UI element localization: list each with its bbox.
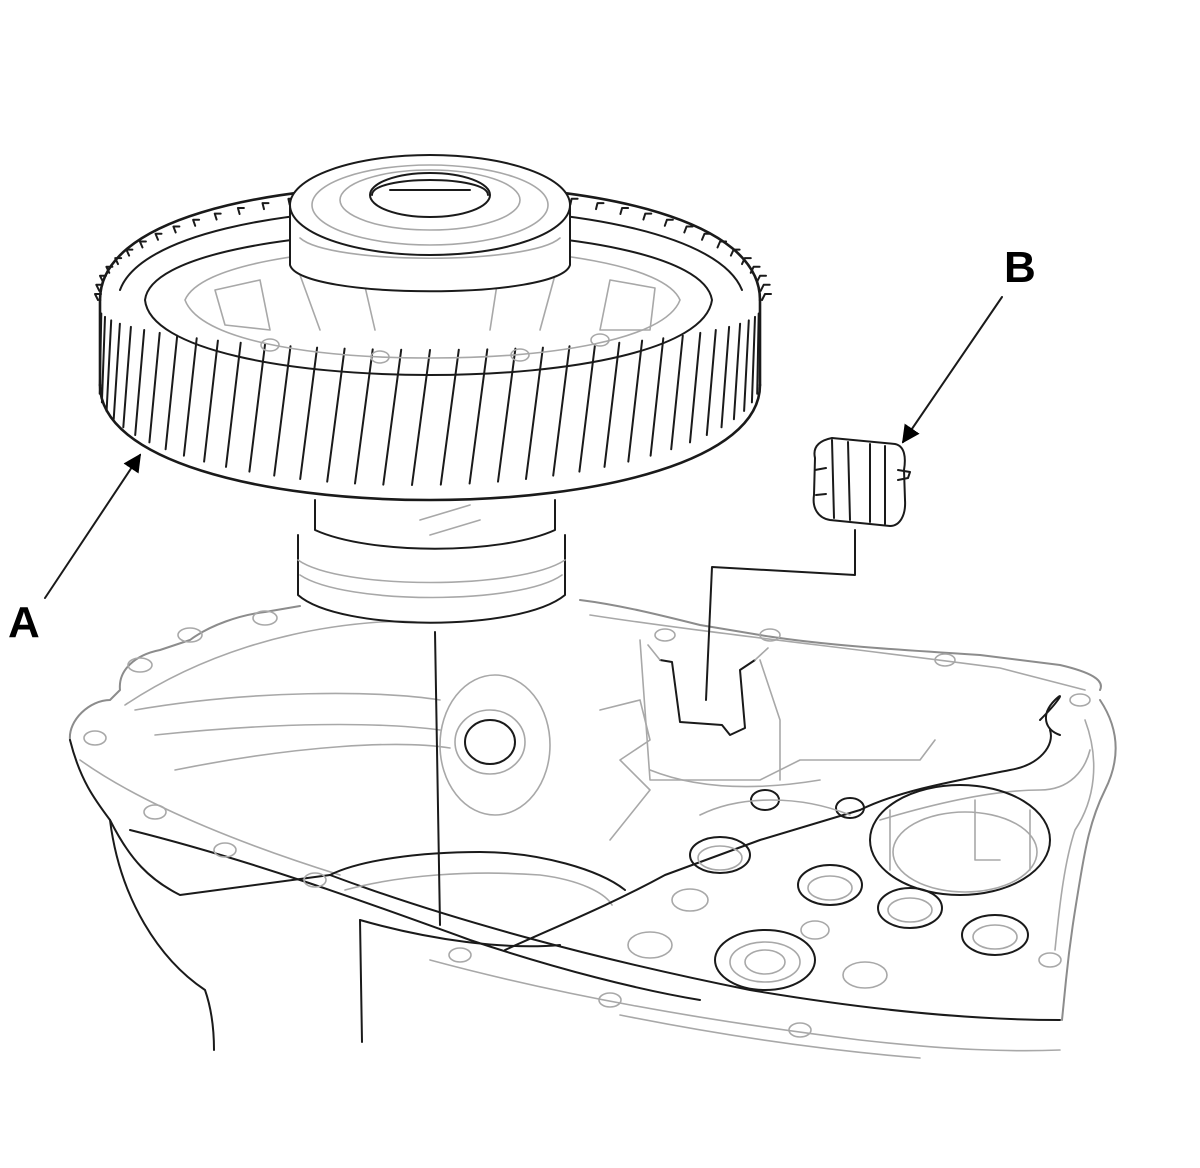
gear-tooth xyxy=(468,348,489,485)
gear-tooth-tip xyxy=(749,265,761,274)
gear-tooth-tip xyxy=(759,283,771,292)
gear-tooth-tip xyxy=(125,248,134,257)
gear-tooth-tip xyxy=(138,240,147,249)
ring-gear xyxy=(94,183,772,502)
gear-tooth xyxy=(670,334,684,451)
gear-tooth-tip xyxy=(114,257,123,266)
gear-tooth xyxy=(354,348,374,485)
callout-b: B xyxy=(901,243,1036,444)
callout-a-label: A xyxy=(8,598,40,647)
gear-tooth xyxy=(439,348,460,486)
bolt-bosses xyxy=(627,789,1029,991)
gear-tooth xyxy=(273,345,292,477)
gear-tooth-tip xyxy=(701,232,712,241)
gear-tooth xyxy=(627,339,644,463)
gear-tooth xyxy=(382,348,403,486)
gear-tooth xyxy=(720,325,731,429)
callout-a: A xyxy=(8,453,141,647)
gear-tooth xyxy=(122,325,132,429)
gear-tooth-tip xyxy=(716,240,728,249)
gear-tooth xyxy=(689,331,702,444)
gear-tooth-tip xyxy=(236,207,245,215)
gear-teeth xyxy=(98,312,760,486)
gear-tooth-tip xyxy=(172,225,181,234)
gear-tooth-tip xyxy=(105,265,114,274)
flange-holes xyxy=(83,610,1091,1038)
gear-tooth-tip xyxy=(94,293,102,301)
gear-tooth-tip xyxy=(761,293,772,301)
gear-tooth-tip xyxy=(756,274,767,283)
gear-tooth xyxy=(105,319,113,412)
gear-tooth xyxy=(98,312,103,395)
gear-tooth-tip xyxy=(154,232,163,241)
gear-tooth xyxy=(649,337,665,457)
gear-tooth xyxy=(732,322,742,421)
gear-tooth-tip xyxy=(261,202,270,211)
gear-tooth-tip xyxy=(213,212,222,221)
gear-tooth-tip xyxy=(642,212,653,221)
gear-tooth xyxy=(552,345,571,477)
callout-b-label: B xyxy=(1004,243,1036,292)
gear-tooth xyxy=(705,329,717,436)
gear-tooth xyxy=(743,319,750,412)
gear-tooth-tip xyxy=(741,257,752,266)
gear-tooth xyxy=(225,341,242,468)
gear-tooth-tip xyxy=(595,202,605,211)
transmission-housing xyxy=(68,599,1117,1059)
gear-tooth xyxy=(134,329,146,436)
gear-tooth xyxy=(603,341,621,468)
gear-tooth xyxy=(248,343,266,473)
gear-tooth xyxy=(182,337,198,457)
gear-tooth-tip xyxy=(729,248,741,257)
gear-tooth-tip xyxy=(192,218,201,227)
gear-tooth-tip xyxy=(99,274,107,283)
clip-part xyxy=(705,437,911,701)
gear-tooth-tip xyxy=(683,225,694,234)
gear-tooth xyxy=(756,312,760,395)
gear-tooth xyxy=(578,343,596,473)
gear-tooth xyxy=(750,315,756,404)
gear-tooth xyxy=(497,347,517,483)
gear-tooth xyxy=(148,331,161,444)
gear-tooth-tip xyxy=(663,218,674,227)
gear-tooth-tip xyxy=(95,283,104,292)
gear-tooth xyxy=(112,322,121,421)
gear-tooth xyxy=(203,339,219,463)
gear-tooth xyxy=(164,334,179,451)
gear-tooth xyxy=(411,349,431,486)
differential-assembly xyxy=(94,154,772,624)
gear-tooth xyxy=(326,347,346,483)
gear-tooth-tip xyxy=(619,207,630,215)
guide-lines xyxy=(434,631,441,926)
gear-tooth xyxy=(100,315,106,404)
